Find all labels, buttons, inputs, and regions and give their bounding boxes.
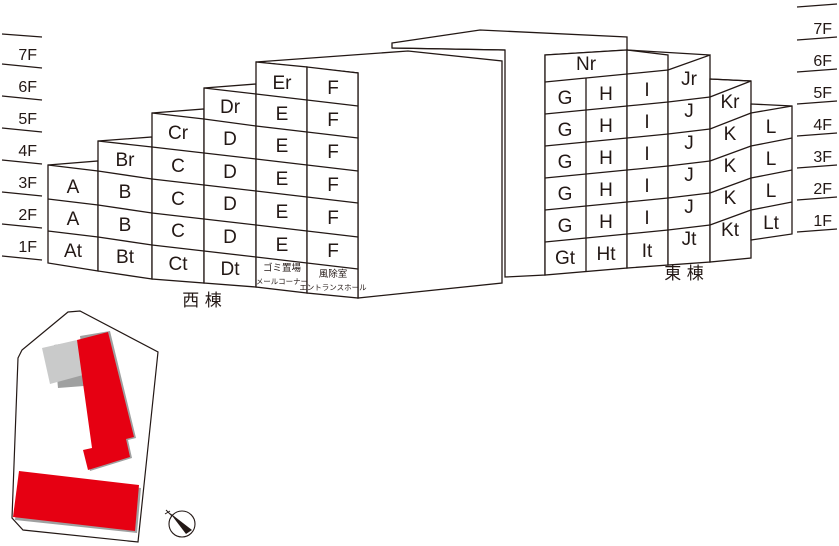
unit-label: J — [684, 133, 694, 154]
unit-label: Dt — [221, 259, 241, 280]
unit-label: B — [119, 182, 132, 203]
unit-label: L — [766, 181, 777, 202]
unit-label: G — [558, 216, 573, 237]
unit-label: I — [644, 208, 649, 229]
east-building-grid — [544, 49, 793, 276]
unit-label: H — [599, 84, 613, 105]
unit-label: E — [276, 104, 289, 125]
west-building-grid — [47, 61, 359, 299]
unit-label: A — [67, 209, 80, 230]
ground-label-entrance: エントランスホール — [299, 283, 367, 292]
floor-label-left: 1F — [18, 239, 37, 256]
unit-label: E — [276, 202, 289, 223]
unit-label: C — [171, 221, 185, 242]
unit-label: It — [642, 241, 653, 262]
unit-label: G — [558, 184, 573, 205]
unit-label: J — [684, 101, 694, 122]
ground-label-windbreak: 風除室 — [319, 268, 348, 280]
site-boundary — [11, 310, 159, 543]
floor-label-left: 3F — [18, 175, 37, 192]
floor-label-left: 7F — [18, 47, 37, 64]
east-building-name: 東 棟 — [664, 264, 703, 284]
compass-icon — [164, 509, 196, 538]
unit-label: Ht — [597, 244, 617, 265]
floor-label-left: 5F — [18, 111, 37, 128]
unit-label: I — [644, 112, 649, 133]
unit-label: Er — [273, 73, 293, 94]
unit-label: D — [223, 129, 237, 150]
east-building-labels: Nr G G G G G Gt H H H H H Ht I I I I I I… — [555, 54, 780, 284]
unit-label: G — [558, 88, 573, 109]
unit-label: B — [119, 215, 132, 236]
floor-label-left: 2F — [18, 207, 37, 224]
floor-label-right: 6F — [813, 53, 832, 70]
unit-label: J — [684, 197, 694, 218]
floor-label-left: 6F — [18, 79, 37, 96]
unit-label: E — [276, 235, 289, 256]
unit-label: F — [327, 78, 339, 99]
east-building-plan — [13, 471, 139, 531]
unit-label: H — [599, 180, 613, 201]
unit-label: E — [276, 169, 289, 190]
annex-block — [42, 340, 83, 384]
unit-label: Cr — [168, 123, 189, 144]
floor-label-right: 4F — [813, 117, 832, 134]
unit-label: H — [599, 148, 613, 169]
unit-label: Nr — [576, 54, 597, 75]
floor-label-right: 2F — [813, 181, 832, 198]
west-building-labels: A A At Br B B Bt Cr C C C Ct Dr D D D D … — [64, 73, 367, 311]
unit-label: F — [327, 175, 339, 196]
site-plan — [11, 310, 196, 543]
floor-label-right: 5F — [813, 85, 832, 102]
unit-label: F — [327, 208, 339, 229]
unit-label: C — [171, 156, 185, 177]
unit-label: K — [724, 188, 737, 209]
unit-label: F — [327, 142, 339, 163]
unit-label: C — [171, 189, 185, 210]
unit-label: L — [766, 117, 777, 138]
unit-label: D — [223, 162, 237, 183]
unit-label: D — [223, 194, 237, 215]
unit-label: F — [327, 241, 339, 262]
unit-label: Bt — [116, 247, 135, 268]
unit-label: J — [684, 165, 694, 186]
unit-label: Jr — [681, 69, 698, 90]
floor-label-right: 1F — [813, 213, 832, 230]
unit-label: A — [67, 177, 80, 198]
unit-label: K — [724, 124, 737, 145]
unit-label: H — [599, 212, 613, 233]
unit-label: I — [644, 80, 649, 101]
floor-scale-right: 7F 6F 5F 4F 3F 2F 1F — [796, 3, 838, 233]
unit-label: Br — [116, 150, 136, 171]
unit-label: D — [223, 227, 237, 248]
unit-label: Kr — [721, 92, 741, 113]
unit-label: Ct — [169, 254, 189, 275]
unit-label: G — [558, 152, 573, 173]
ground-label-mail: メールコーナー — [256, 277, 308, 286]
west-building-name: 西 棟 — [182, 291, 221, 311]
unit-label: L — [766, 149, 777, 170]
unit-label: K — [724, 156, 737, 177]
unit-label: At — [64, 241, 83, 262]
unit-label: E — [276, 136, 289, 157]
unit-label: I — [644, 144, 649, 165]
unit-label: H — [599, 116, 613, 137]
unit-label: I — [644, 176, 649, 197]
unit-label: Lt — [763, 213, 780, 234]
ground-label-garbage: ゴミ置場 — [263, 262, 302, 274]
unit-label: Gt — [555, 248, 576, 269]
floor-label-right: 7F — [813, 21, 832, 38]
west-building-plan — [77, 332, 134, 470]
unit-label: Jt — [682, 229, 698, 250]
unit-label: Dr — [220, 97, 241, 118]
unit-label: G — [558, 120, 573, 141]
unit-label: Kt — [721, 220, 740, 241]
floor-scale-left: 7F 6F 5F 4F 3F 2F 1F — [1, 33, 43, 261]
unit-label: F — [327, 110, 339, 131]
floor-label-right: 3F — [813, 149, 832, 166]
floor-label-left: 4F — [18, 143, 37, 160]
